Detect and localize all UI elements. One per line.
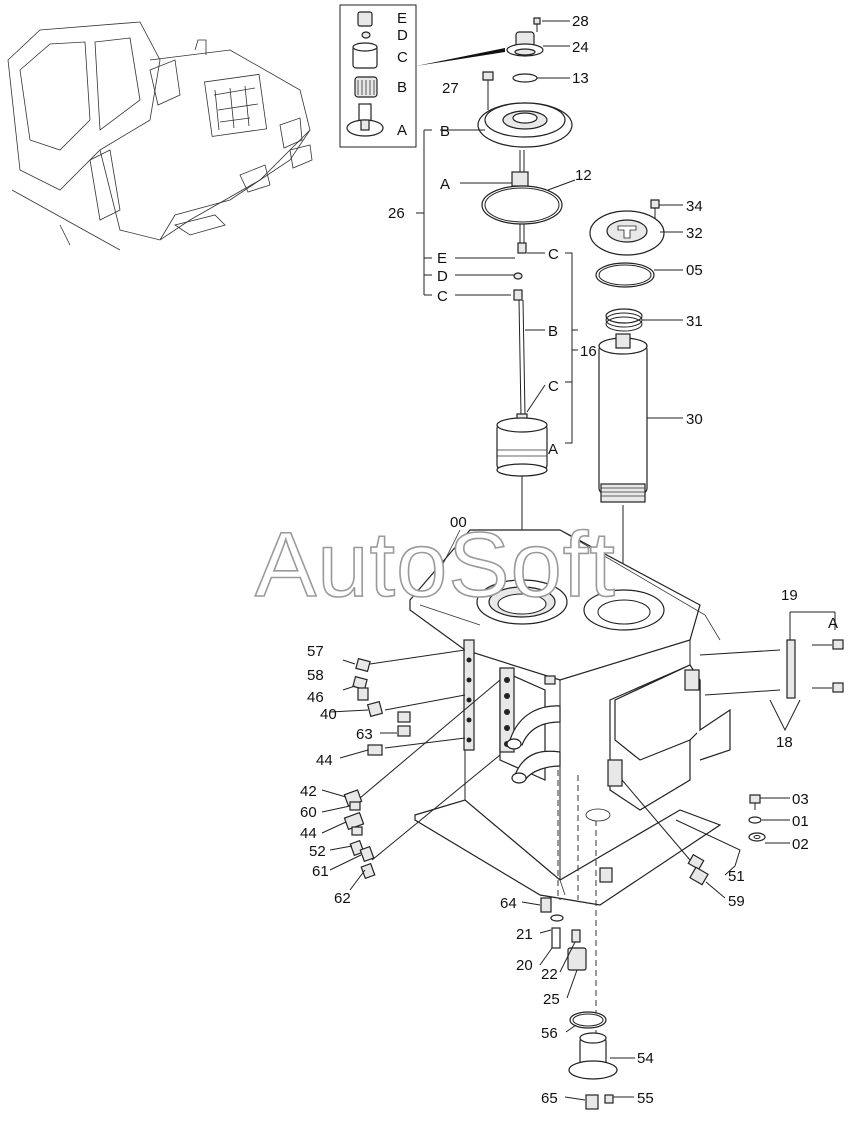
callout-51: 51	[728, 868, 745, 885]
right-side-parts	[621, 639, 844, 886]
watermark-text: AutoSoft	[255, 514, 616, 616]
callout-62: 62	[334, 890, 351, 907]
callout-13: 13	[572, 70, 589, 87]
left-fittings	[343, 649, 501, 880]
callout-21: 21	[516, 926, 533, 943]
callout-40: 40	[320, 706, 337, 723]
callout-20: 20	[516, 957, 533, 974]
hydraulic-tank	[409, 529, 731, 1050]
callout-57: 57	[307, 643, 324, 660]
callout-24: 24	[572, 39, 589, 56]
callout-31: 31	[686, 313, 703, 330]
callout-34: 34	[686, 198, 703, 215]
callout-01: 01	[792, 813, 809, 830]
callout-42: 42	[300, 783, 317, 800]
callout-b1: B	[440, 123, 450, 140]
callout-18: 18	[776, 734, 793, 751]
callout-a4: A	[548, 441, 558, 458]
callout-64: 64	[500, 895, 517, 912]
strainer-assembly	[477, 17, 573, 540]
callout-d2: D	[437, 268, 448, 285]
callout-02: 02	[792, 836, 809, 853]
callout-52: 52	[309, 843, 326, 860]
callout-b3: B	[548, 323, 558, 340]
detail-inset: E D C B A	[339, 4, 505, 148]
callout-00: 00	[450, 514, 467, 531]
callout-a1: A	[440, 176, 450, 193]
callout-63: 63	[356, 726, 373, 743]
callout-c2: C	[437, 288, 448, 305]
callout-12: 12	[575, 167, 592, 184]
callout-58: 58	[307, 667, 324, 684]
callout-60: 60	[300, 804, 317, 821]
callout-26: 26	[388, 205, 405, 222]
callout-05: 05	[686, 262, 703, 279]
callout-55: 55	[637, 1090, 654, 1107]
callout-e2: E	[437, 250, 447, 267]
callout-56: 56	[541, 1025, 558, 1042]
callout-28: 28	[572, 13, 589, 30]
callout-labels: 28 24 27 13 B A 26 12 E D C C B 16 C A 3…	[300, 13, 838, 1107]
callout-c4: C	[548, 378, 559, 395]
inset-letter-a: A	[397, 122, 407, 139]
callout-22: 22	[541, 966, 558, 983]
inset-letter-e: E	[397, 10, 407, 27]
callout-c3: C	[548, 246, 559, 263]
callout-44a: 44	[316, 752, 333, 769]
inset-letter-b: B	[397, 79, 407, 96]
callout-59: 59	[728, 893, 745, 910]
callout-19: 19	[781, 587, 798, 604]
callout-16: 16	[580, 343, 597, 360]
callout-61: 61	[312, 863, 329, 880]
callout-03: 03	[792, 791, 809, 808]
inset-letter-d: D	[397, 27, 408, 44]
excavator-overview	[7, 21, 313, 251]
leader-lines	[321, 20, 836, 1101]
callout-46: 46	[307, 689, 324, 706]
callout-30: 30	[686, 411, 703, 428]
callout-a5: A	[828, 615, 838, 632]
inset-letter-c: C	[397, 49, 408, 66]
callout-65: 65	[541, 1090, 558, 1107]
callout-25: 25	[543, 991, 560, 1008]
callout-44b: 44	[300, 825, 317, 842]
callout-54: 54	[637, 1050, 654, 1067]
callout-27: 27	[442, 80, 459, 97]
callout-32: 32	[686, 225, 703, 242]
bottom-parts	[540, 897, 618, 1110]
